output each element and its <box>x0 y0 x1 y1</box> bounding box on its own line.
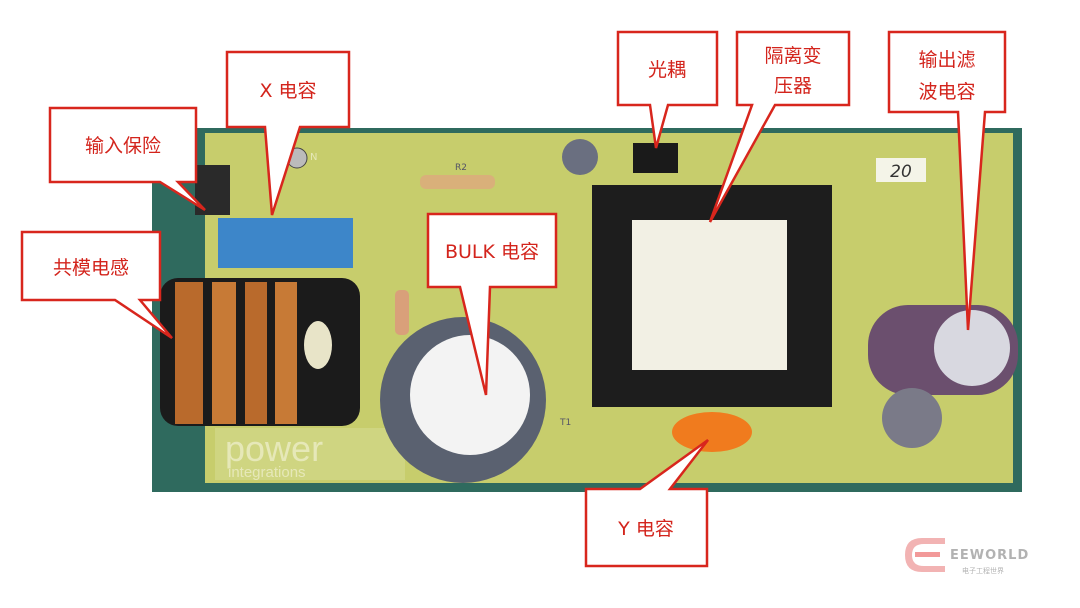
callout-common-mode-choke: 共模电感 <box>20 230 173 340</box>
bulk-capacitor-component <box>380 317 546 483</box>
label-isolation-transformer-2: 压器 <box>774 75 812 97</box>
logo-area <box>215 428 405 480</box>
callout-output-filter-capacitor: 输出滤 波电容 <box>887 30 1007 331</box>
board-number-sticker <box>876 158 926 182</box>
silk-r2: R2 <box>455 163 467 173</box>
resistor <box>395 290 409 335</box>
callout-optocoupler: 光耦 <box>616 30 719 149</box>
callout-isolation-transformer: 隔离变 压器 <box>708 30 851 223</box>
label-isolation-transformer-1: 隔离变 <box>764 45 821 67</box>
transformer-component <box>592 185 832 407</box>
silk-t1: T1 <box>559 418 571 428</box>
label-input-fuse: 输入保险 <box>85 135 161 157</box>
watermark-subtitle: 电子工程世界 <box>962 566 1004 575</box>
x-capacitor-component <box>218 218 353 268</box>
pcb-logo-text: power <box>225 428 323 469</box>
small-capacitor <box>562 139 598 175</box>
resistor-r2 <box>420 175 495 189</box>
common-mode-choke-component <box>160 278 360 426</box>
label-y-capacitor: Y 电容 <box>617 518 674 540</box>
label-output-filter-cap-1: 输出滤 <box>918 49 975 71</box>
callout-x-capacitor: X 电容 <box>225 50 351 216</box>
eeworld-logo-icon <box>905 538 945 572</box>
label-optocoupler: 光耦 <box>648 59 686 81</box>
watermark-brand: EEWORLD <box>950 548 1029 563</box>
label-output-filter-cap-2: 波电容 <box>918 81 975 103</box>
eeworld-watermark: EEWORLD 电子工程世界 <box>905 538 1029 575</box>
pcb-logo-subtext: integrations <box>228 464 306 481</box>
label-common-mode-choke: 共模电感 <box>53 257 129 279</box>
board-number: 20 <box>890 162 912 182</box>
callout-input-fuse: 输入保险 <box>48 106 206 212</box>
callout-bulk-capacitor: BULK 电容 <box>426 212 558 396</box>
output-capacitor-component <box>868 305 1018 448</box>
silk-n: N <box>310 152 317 163</box>
y-capacitor-component <box>672 412 752 452</box>
label-bulk-capacitor: BULK 电容 <box>445 241 539 263</box>
callout-y-capacitor: Y 电容 <box>584 438 709 568</box>
label-x-capacitor: X 电容 <box>259 80 316 102</box>
